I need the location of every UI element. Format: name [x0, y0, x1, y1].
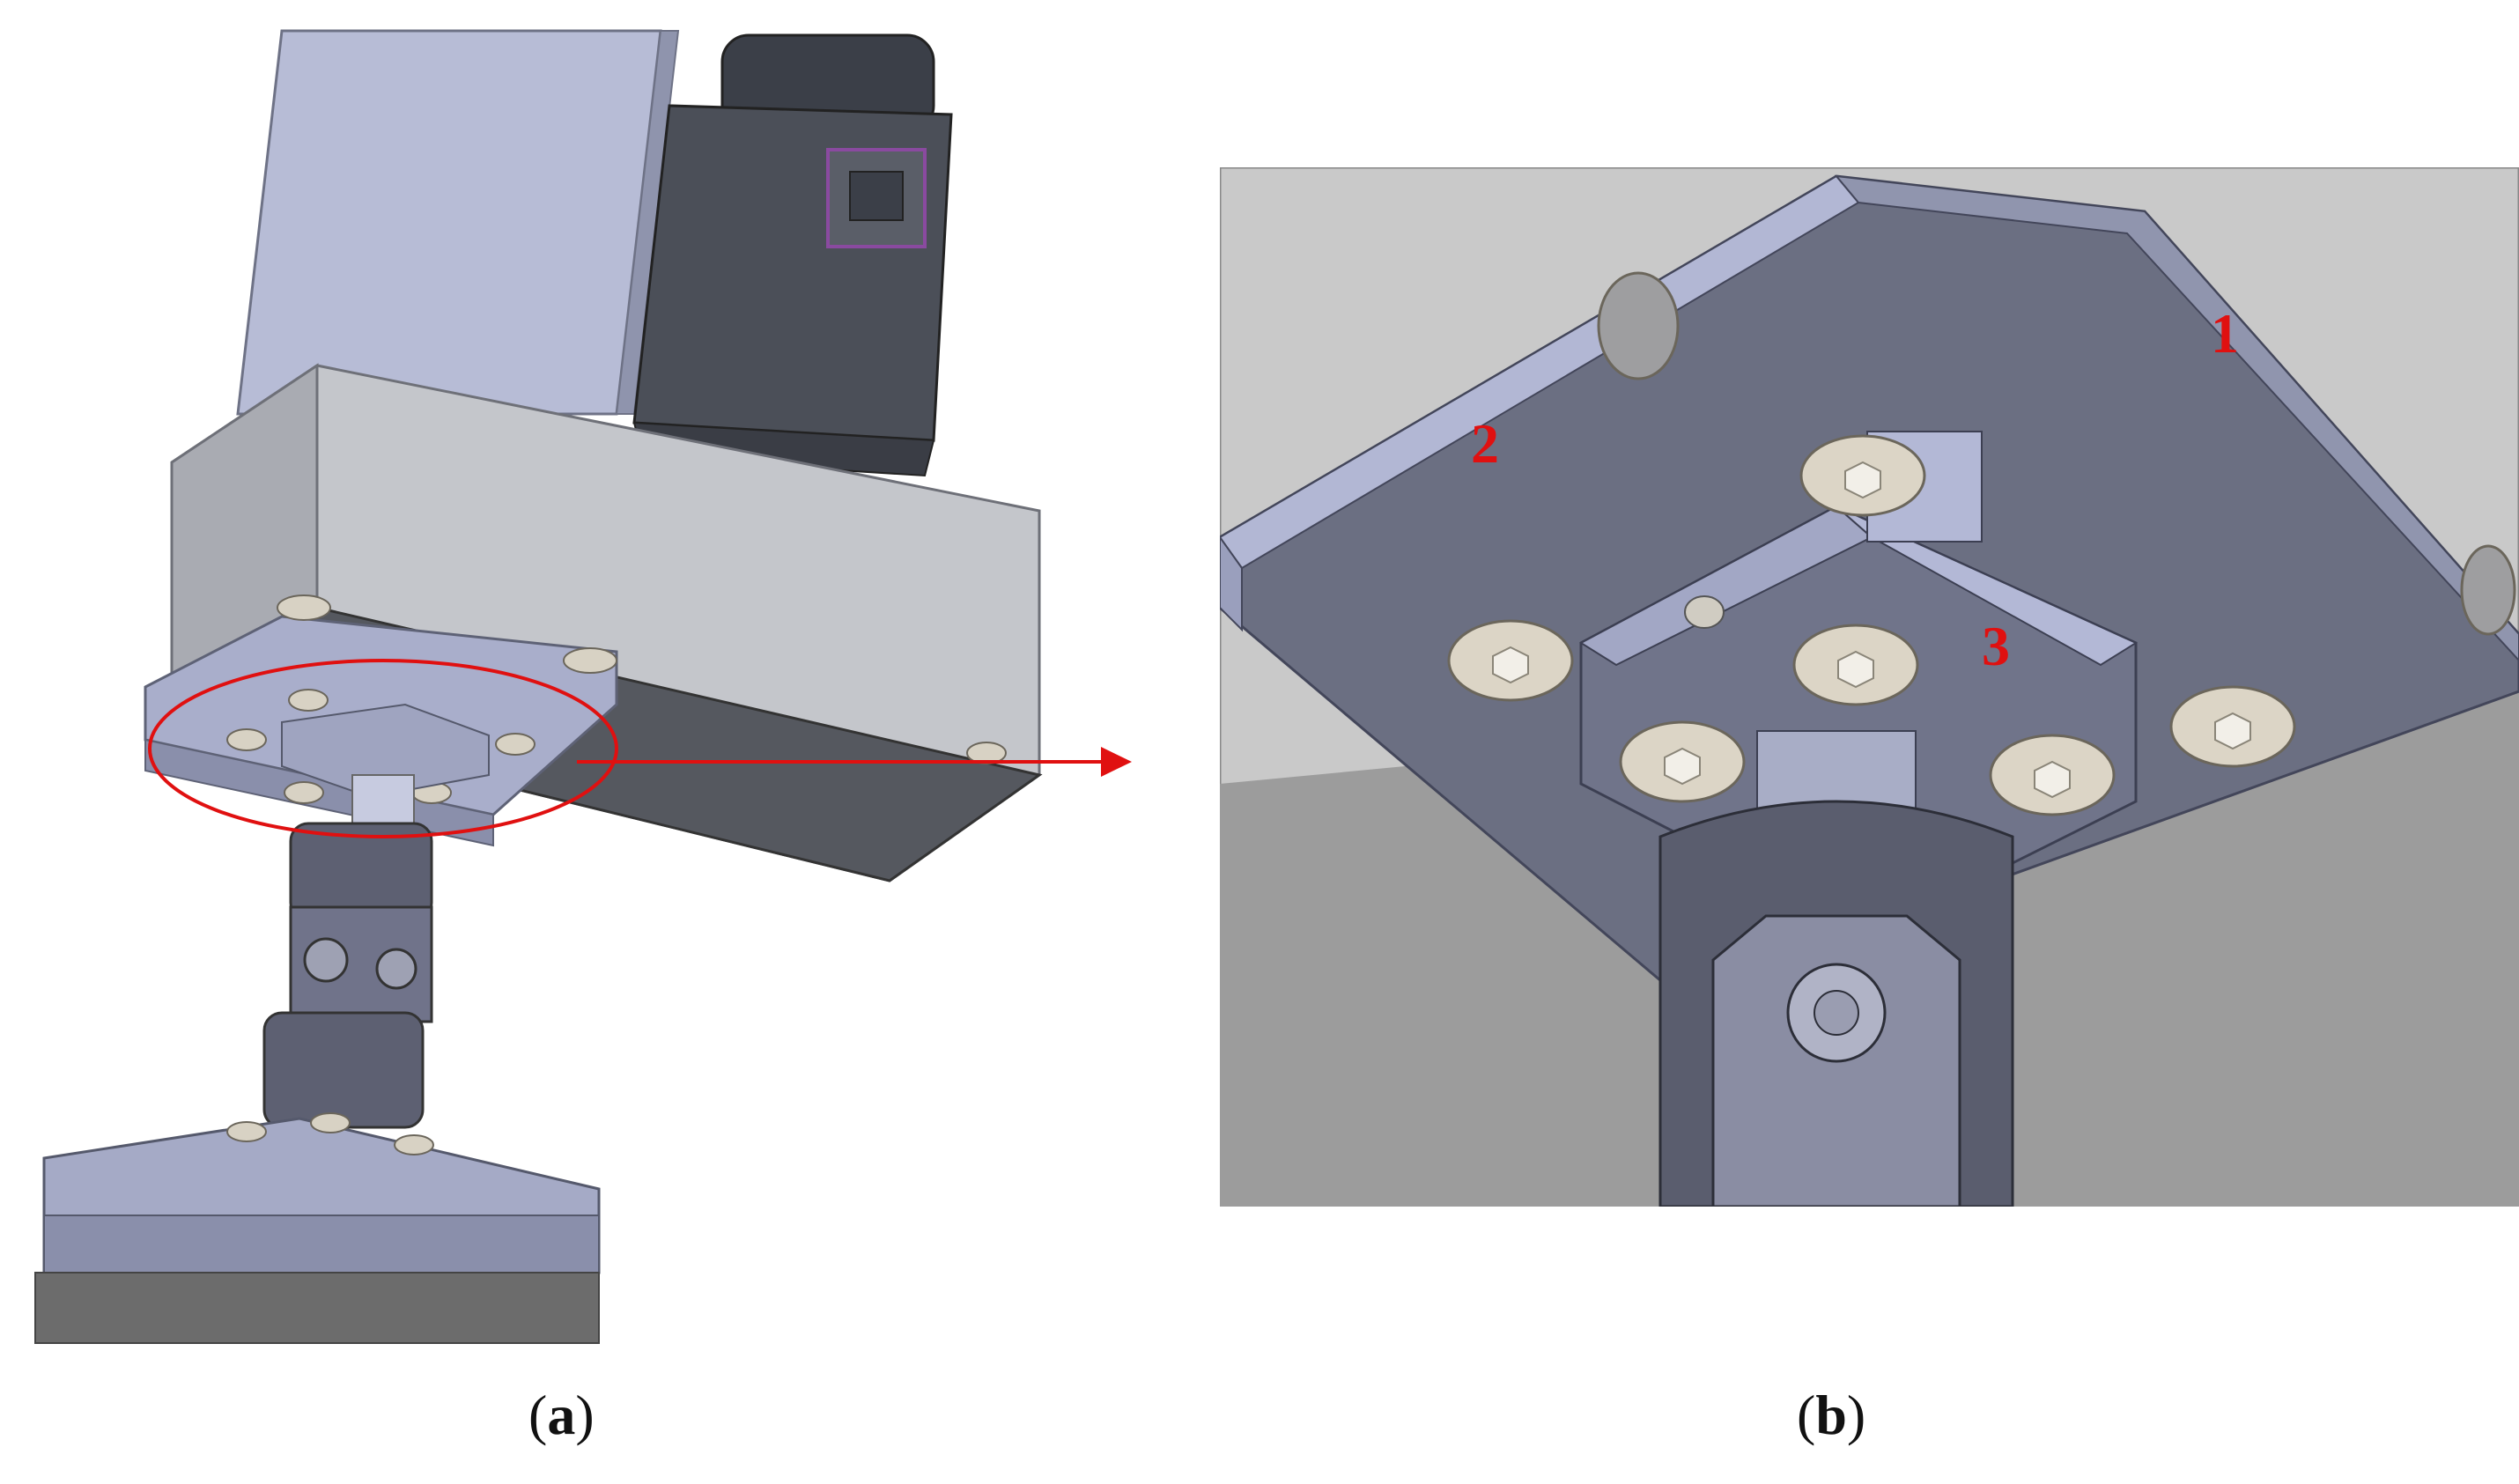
- caption-b: (b): [1797, 1384, 1866, 1446]
- panel-a-assembly-view: [34, 29, 1132, 1344]
- panel-b-closeup-view: 1 2 3: [1220, 167, 2519, 1207]
- part-label-3: 3: [1982, 615, 2010, 677]
- part-label-2: 2: [1471, 412, 1499, 475]
- closeup-hex-sockets: [1492, 461, 2251, 799]
- callout-arrowhead: [1101, 747, 1132, 777]
- base-block: [34, 1112, 601, 1344]
- callout-ellipse: [148, 659, 618, 838]
- servo-motor: [632, 33, 953, 477]
- setscrew-hole: [1684, 595, 1725, 629]
- part-label-1: 1: [2211, 302, 2239, 365]
- bracket: [281, 703, 490, 799]
- closeup-universal-joint: [1658, 730, 2014, 1207]
- caption-a: (a): [528, 1384, 595, 1446]
- vertical-column: [236, 29, 662, 416]
- plate-bolts: [226, 594, 1007, 804]
- universal-joint: [262, 774, 433, 1129]
